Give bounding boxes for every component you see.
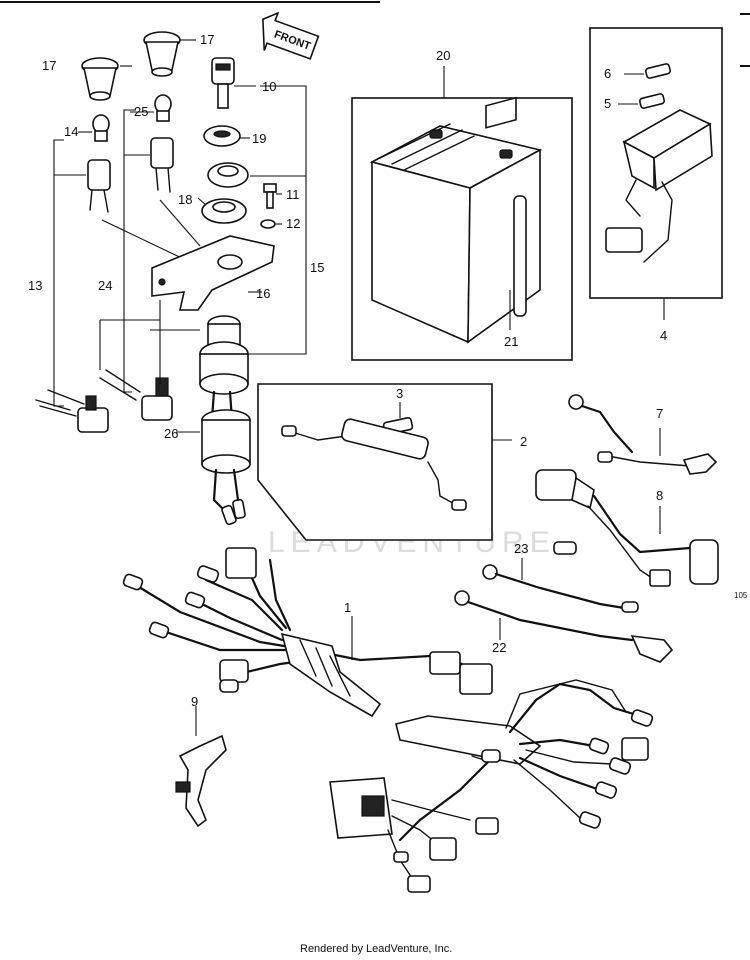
callout-4: 4 <box>660 328 667 343</box>
callout-19: 19 <box>252 131 266 146</box>
ignition-key <box>211 57 235 109</box>
bracket-15 <box>248 85 307 355</box>
bulb-socket-right <box>143 31 181 77</box>
callout-13: 13 <box>28 278 42 293</box>
callout-17-right: 17 <box>200 32 214 47</box>
callout-2: 2 <box>520 434 527 449</box>
fuse-box-frame <box>589 27 723 299</box>
callout-14: 14 <box>64 124 78 139</box>
holder-plug-mid <box>99 369 173 421</box>
fuse-holder <box>605 109 713 263</box>
callout-11: 11 <box>286 187 300 202</box>
switch-boot <box>201 409 251 526</box>
callout-15: 15 <box>310 260 324 275</box>
callout-labels: 1 2 3 4 5 6 7 8 9 10 11 12 13 14 15 16 1… <box>28 32 667 709</box>
battery-box <box>351 97 573 361</box>
lead-holder-bracket-2 <box>159 199 201 247</box>
bracket-13 <box>53 139 64 407</box>
bulb-holder-right <box>150 137 174 193</box>
bulb-25 <box>154 94 172 122</box>
bracket-24 <box>123 109 136 393</box>
washer <box>260 219 276 229</box>
callout-10: 10 <box>262 79 276 94</box>
cable-23 <box>482 558 639 613</box>
bulb-socket-left <box>81 57 119 101</box>
callout-6: 6 <box>604 66 611 81</box>
callout-23: 23 <box>514 541 528 556</box>
footer-credit: Rendered by LeadVenture, Inc. <box>300 943 452 955</box>
callout-26: 26 <box>164 426 178 441</box>
bolt <box>263 183 277 209</box>
callout-9: 9 <box>191 694 198 709</box>
switch-cap <box>203 125 241 147</box>
inline-fuse-holder <box>281 418 467 511</box>
cable-8 <box>535 469 719 587</box>
callout-7: 7 <box>656 406 663 421</box>
callout-3: 3 <box>396 386 403 401</box>
cable-7 <box>568 394 718 475</box>
cable-22 <box>454 590 674 663</box>
callout-1: 1 <box>344 600 351 615</box>
callout-12: 12 <box>286 216 300 231</box>
callout-21: 21 <box>504 334 518 349</box>
callout-20: 20 <box>436 48 450 63</box>
lead-18b <box>197 197 207 206</box>
main-wire-harness <box>122 547 493 718</box>
corner-code: 105 <box>734 591 748 600</box>
lead-holder-bracket <box>101 219 191 263</box>
callout-5: 5 <box>604 96 611 111</box>
callout-24: 24 <box>98 278 112 293</box>
fuse-6 <box>624 63 672 79</box>
bulb-holder-left <box>87 159 111 213</box>
rubber-rings <box>201 162 249 224</box>
cable-tie <box>175 706 227 828</box>
callout-25: 25 <box>134 104 148 119</box>
holder-plug-left <box>35 389 109 433</box>
fuse-5 <box>618 93 666 109</box>
battery <box>369 96 543 344</box>
lead-plug-lines <box>99 300 161 384</box>
callout-8: 8 <box>656 488 663 503</box>
callout-22: 22 <box>492 640 506 655</box>
callout-16: 16 <box>256 286 270 301</box>
bulb-14 <box>92 114 110 142</box>
front-arrow: FRONT <box>262 11 320 60</box>
mounting-bracket <box>151 235 275 311</box>
ignition-switch <box>199 315 249 422</box>
fuse-assembly-frame <box>257 383 493 541</box>
sub-harness <box>329 679 654 893</box>
callout-18: 18 <box>178 192 192 207</box>
callout-17-left: 17 <box>42 58 56 73</box>
